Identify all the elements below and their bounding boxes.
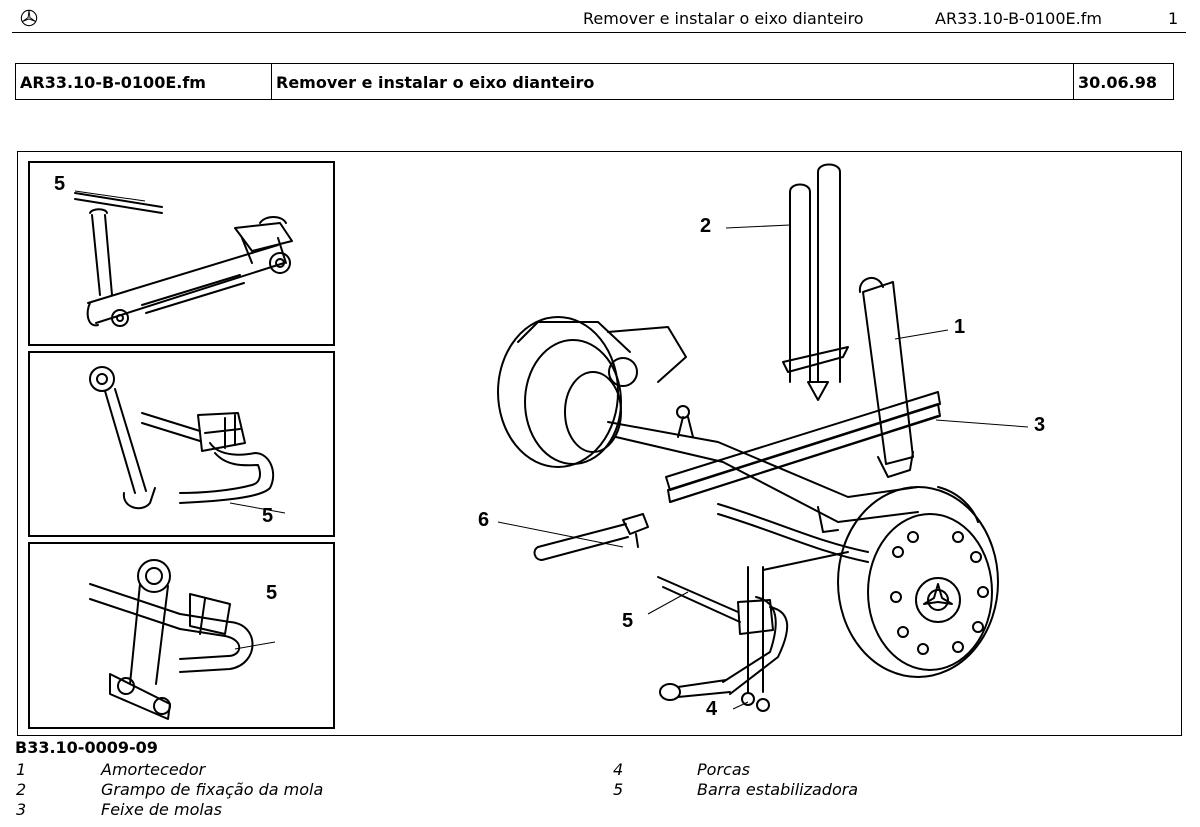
legend-number: 2 <box>16 780 27 799</box>
table-file-cell: AR33.10-B-0100E.fm <box>16 64 272 99</box>
inset-1-callout: 5 <box>54 173 66 195</box>
header-title: Remover e instalar o eixo dianteiro <box>583 9 864 28</box>
figure-id: B33.10-0009-09 <box>15 738 158 757</box>
inset-1-drawing <box>74 190 293 327</box>
legend-number: 4 <box>613 760 624 779</box>
callout-6: 6 <box>478 509 490 531</box>
inset-stabilizer-linkage-3: 5 <box>28 542 335 729</box>
callout-5: 5 <box>622 610 634 632</box>
inset-stabilizer-linkage-1: 5 <box>28 161 335 346</box>
front-axle-illustration: 5 5 <box>17 151 1182 736</box>
callout-1: 1 <box>954 316 966 338</box>
legend-label: Feixe de molas <box>101 800 222 819</box>
page-header: Remover e instalar o eixo dianteiro AR33… <box>0 0 1200 34</box>
inset-3-callout: 5 <box>266 582 278 604</box>
inset-2-callout: 5 <box>262 505 274 527</box>
header-page-number: 1 <box>1168 9 1179 28</box>
legend-number: 1 <box>16 760 27 779</box>
legend-number: 3 <box>16 800 27 819</box>
table-title-cell: Remover e instalar o eixo dianteiro <box>272 64 1074 99</box>
legend-label: Amortecedor <box>101 760 206 779</box>
main-axle-drawing <box>497 163 1029 712</box>
mercedes-star-icon <box>20 9 38 27</box>
callout-3: 3 <box>1034 414 1046 436</box>
callout-2: 2 <box>700 215 712 237</box>
header-rule <box>12 32 1186 33</box>
header-file-name: AR33.10-B-0100E.fm <box>935 9 1102 28</box>
legend-label: Grampo de fixação da mola <box>101 780 324 799</box>
legend-number: 5 <box>613 780 624 799</box>
callout-4: 4 <box>706 698 718 720</box>
document-info-table: AR33.10-B-0100E.fm Remover e instalar o … <box>15 63 1174 100</box>
inset-2-drawing <box>89 366 286 514</box>
table-date-cell: 30.06.98 <box>1078 73 1157 92</box>
legend-label: Barra estabilizadora <box>697 780 859 799</box>
inset-stabilizer-linkage-2: 5 <box>28 351 335 537</box>
inset-3-drawing <box>89 559 276 720</box>
legend-label: Porcas <box>697 760 750 779</box>
